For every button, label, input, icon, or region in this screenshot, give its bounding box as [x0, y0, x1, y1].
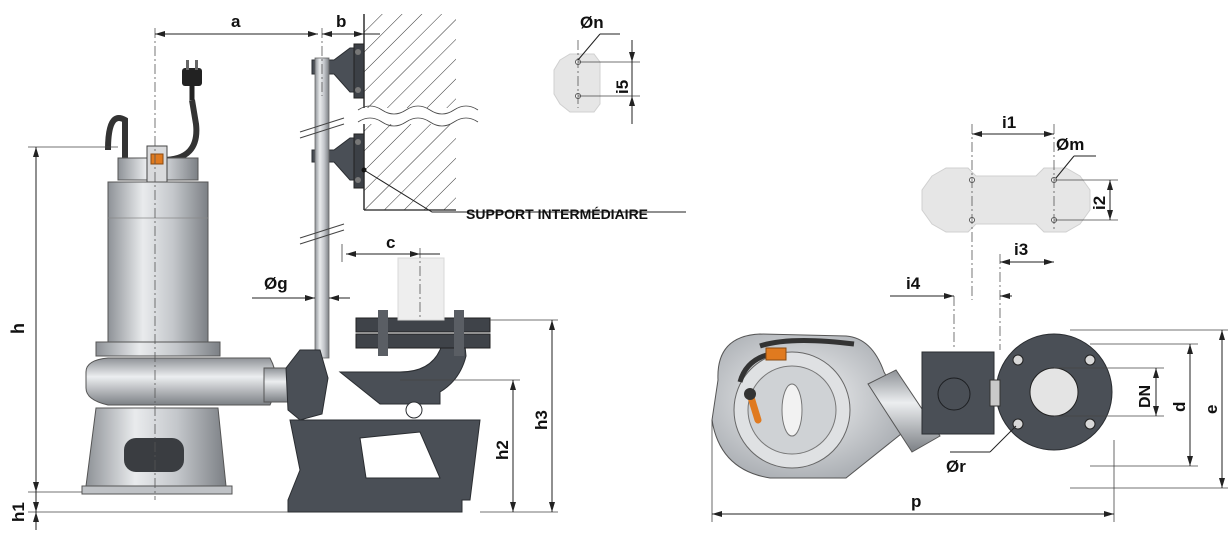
label-h: h: [8, 323, 28, 334]
label-h3: h3: [532, 410, 551, 430]
dim-c: c: [341, 233, 440, 262]
guide-rail: [299, 57, 345, 359]
dim-h1: h1: [9, 492, 288, 530]
label-g: Øg: [264, 274, 288, 293]
label-b: b: [336, 12, 346, 31]
label-i2: i2: [1090, 196, 1109, 210]
dim-a: a: [155, 12, 318, 37]
label-dn: DN: [1137, 385, 1154, 408]
label-h2: h2: [493, 440, 512, 460]
label-r: Ør: [946, 457, 966, 476]
pump-top-view: [711, 333, 995, 479]
label-i4: i4: [906, 274, 921, 293]
dim-h3: h3: [490, 319, 558, 513]
label-h1: h1: [9, 502, 28, 522]
label-i1: i1: [1002, 113, 1016, 132]
support-leader: SUPPORT INTERMÉDIAIRE: [361, 167, 686, 222]
label-p: p: [911, 492, 921, 511]
wall-bracket-upper: [311, 43, 365, 99]
pump-volute: [81, 357, 289, 495]
outlet-flange: [989, 333, 1113, 451]
label-c: c: [386, 233, 395, 252]
dim-b: b: [322, 12, 380, 37]
wall: [357, 14, 479, 211]
dim-h2: h2: [400, 379, 520, 513]
discharge-foot: [285, 257, 491, 513]
label-i3: i3: [1014, 240, 1028, 259]
dim-d: d: [1090, 343, 1198, 467]
dim-g: Øg: [252, 274, 350, 301]
label-support: SUPPORT INTERMÉDIAIRE: [466, 206, 648, 222]
pump-motor: [95, 60, 221, 357]
dim-i3: i3: [999, 240, 1054, 350]
label-m: Øm: [1056, 135, 1084, 154]
label-a: a: [231, 12, 241, 31]
dim-r: Ør: [946, 425, 1017, 476]
foot-template: i1 i2 Øm: [921, 113, 1118, 300]
label-i5: i5: [613, 80, 632, 94]
dim-p: p: [711, 420, 1115, 522]
label-e: e: [1202, 405, 1221, 414]
bracket-template: Øn i5: [553, 13, 640, 124]
wall-bracket-intermediate: [311, 133, 365, 189]
dim-dn: DN: [1054, 367, 1164, 417]
dim-i4: i4: [890, 274, 1012, 350]
label-n: Øn: [580, 13, 604, 32]
dim-h: h: [8, 146, 118, 493]
dim-e: e: [1070, 329, 1228, 489]
label-d: d: [1170, 402, 1189, 412]
